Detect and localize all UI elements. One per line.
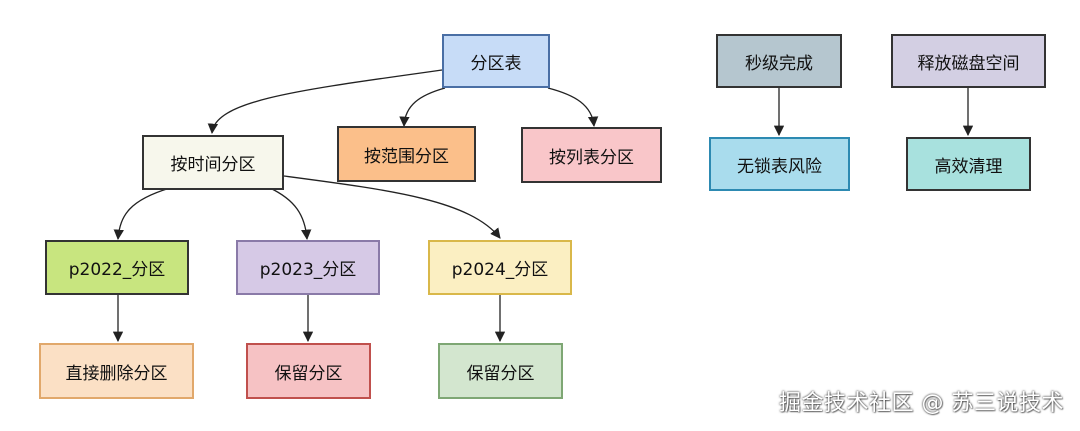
node-by-range: 按范围分区 xyxy=(337,126,476,182)
node-p2022: p2022_分区 xyxy=(45,240,189,295)
edge-root-time xyxy=(207,69,443,135)
node-keep-partition-2024: 保留分区 xyxy=(438,343,563,399)
node-free-disk-space: 释放磁盘空间 xyxy=(891,34,1046,88)
node-delete-partition: 直接删除分区 xyxy=(39,343,194,399)
node-p2023: p2023_分区 xyxy=(236,240,380,295)
edge-time-p2022 xyxy=(113,187,171,241)
edge-root-range xyxy=(399,87,446,128)
node-no-lock-risk: 无锁表风险 xyxy=(709,137,850,191)
node-by-time: 按时间分区 xyxy=(142,135,284,190)
node-partition-table: 分区表 xyxy=(442,34,550,88)
node-keep-partition-2023: 保留分区 xyxy=(246,343,371,399)
node-seconds-complete: 秒级完成 xyxy=(716,34,842,88)
node-p2024: p2024_分区 xyxy=(428,240,572,295)
edge-root-list xyxy=(547,87,599,128)
node-by-list: 按列表分区 xyxy=(521,127,662,183)
edge-time-p2023 xyxy=(269,187,312,241)
edge-time-p2024 xyxy=(283,175,501,239)
node-efficient-cleanup: 高效清理 xyxy=(906,137,1031,191)
watermark-text: 掘金技术社区 @ 苏三说技术 xyxy=(779,391,1064,416)
